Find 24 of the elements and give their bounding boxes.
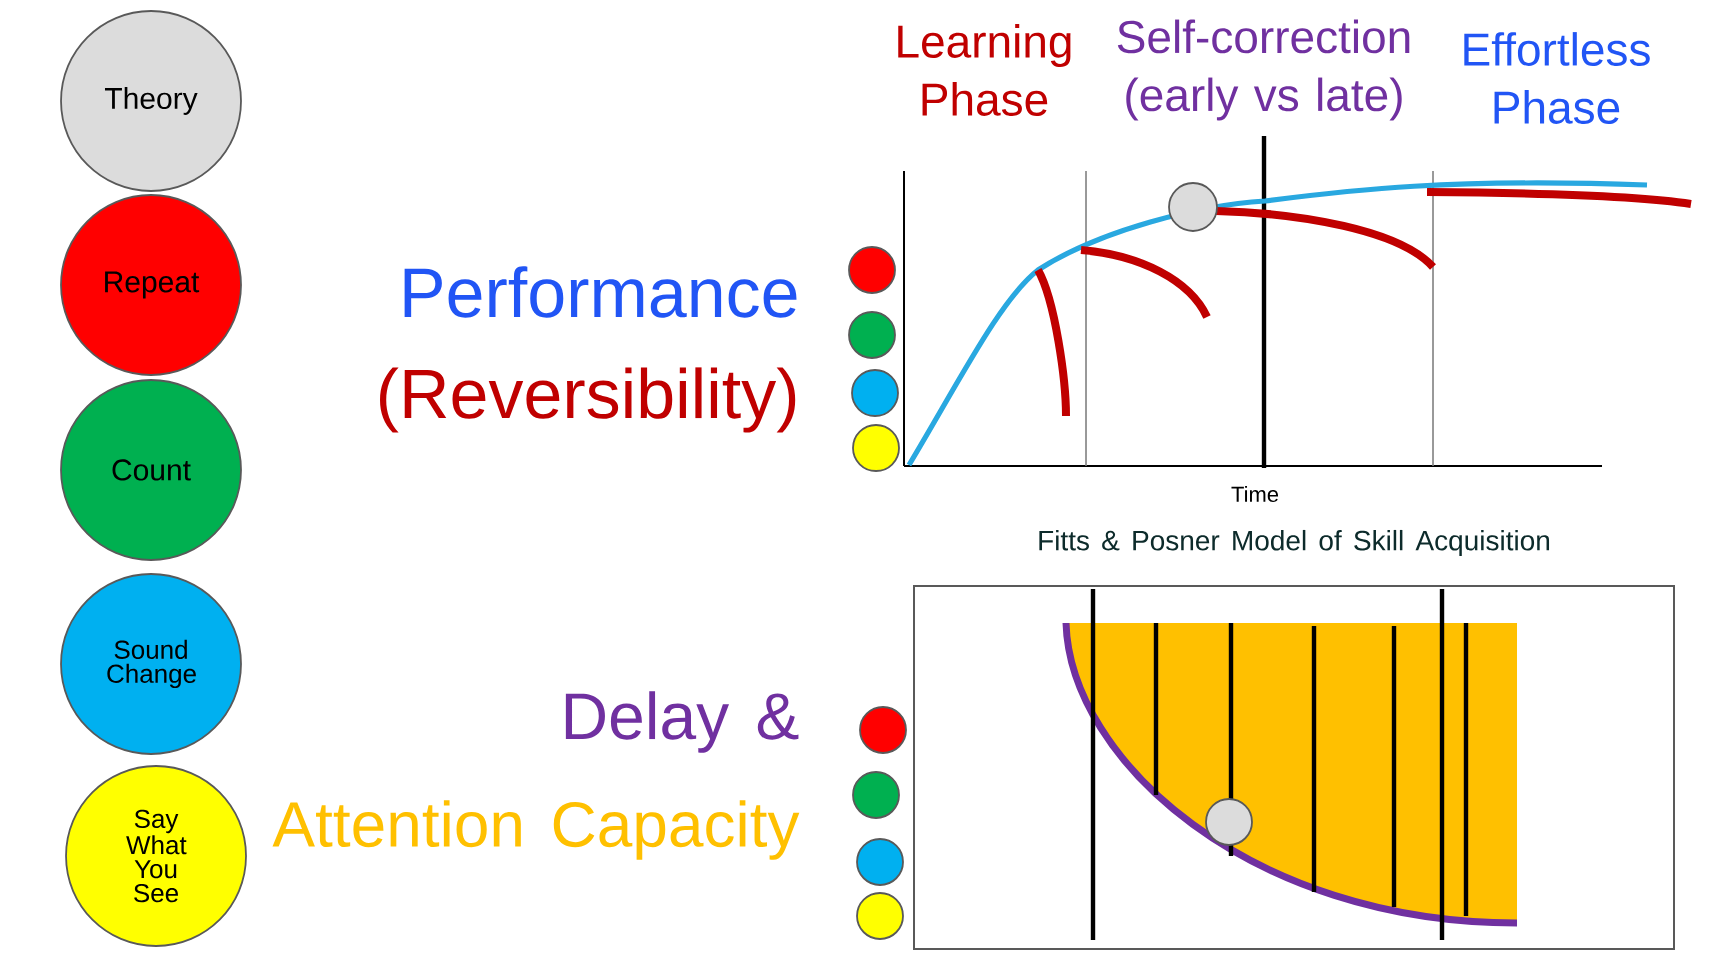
circle-marker: [851, 369, 899, 417]
circle-button: Repeat: [60, 194, 242, 376]
axis-title: Delay &: [565, 691, 799, 753]
axis-title: Performance: [404, 266, 797, 318]
circle-marker: [848, 311, 896, 359]
circle-marker: [852, 424, 900, 472]
circle-marker: [852, 771, 900, 819]
axis-label: Time: [1231, 485, 1279, 503]
circle-marker: [848, 246, 896, 294]
phase-heading: Self-correction (early vs late): [1117, 19, 1410, 121]
circle-marker: [1168, 182, 1218, 232]
axis-title: (Reversibility): [380, 367, 796, 433]
circle-marker: [856, 838, 904, 886]
circle-button: Say What You See: [65, 765, 247, 947]
axis-title: Attention Capacity: [272, 800, 800, 860]
circle-marker: [859, 706, 907, 754]
circle-button: Count: [60, 379, 242, 561]
phase-heading: Effortless Phase: [1464, 32, 1650, 124]
circle-button: Theory: [60, 10, 242, 192]
circle-marker: [856, 892, 904, 940]
chart-title: Fitts & Posner Model of Skill Acquisition: [1039, 529, 1550, 557]
phase-heading: Learning Phase: [898, 24, 1071, 116]
circle-marker: [1205, 798, 1253, 846]
circle-button: Sound Change: [60, 573, 242, 755]
